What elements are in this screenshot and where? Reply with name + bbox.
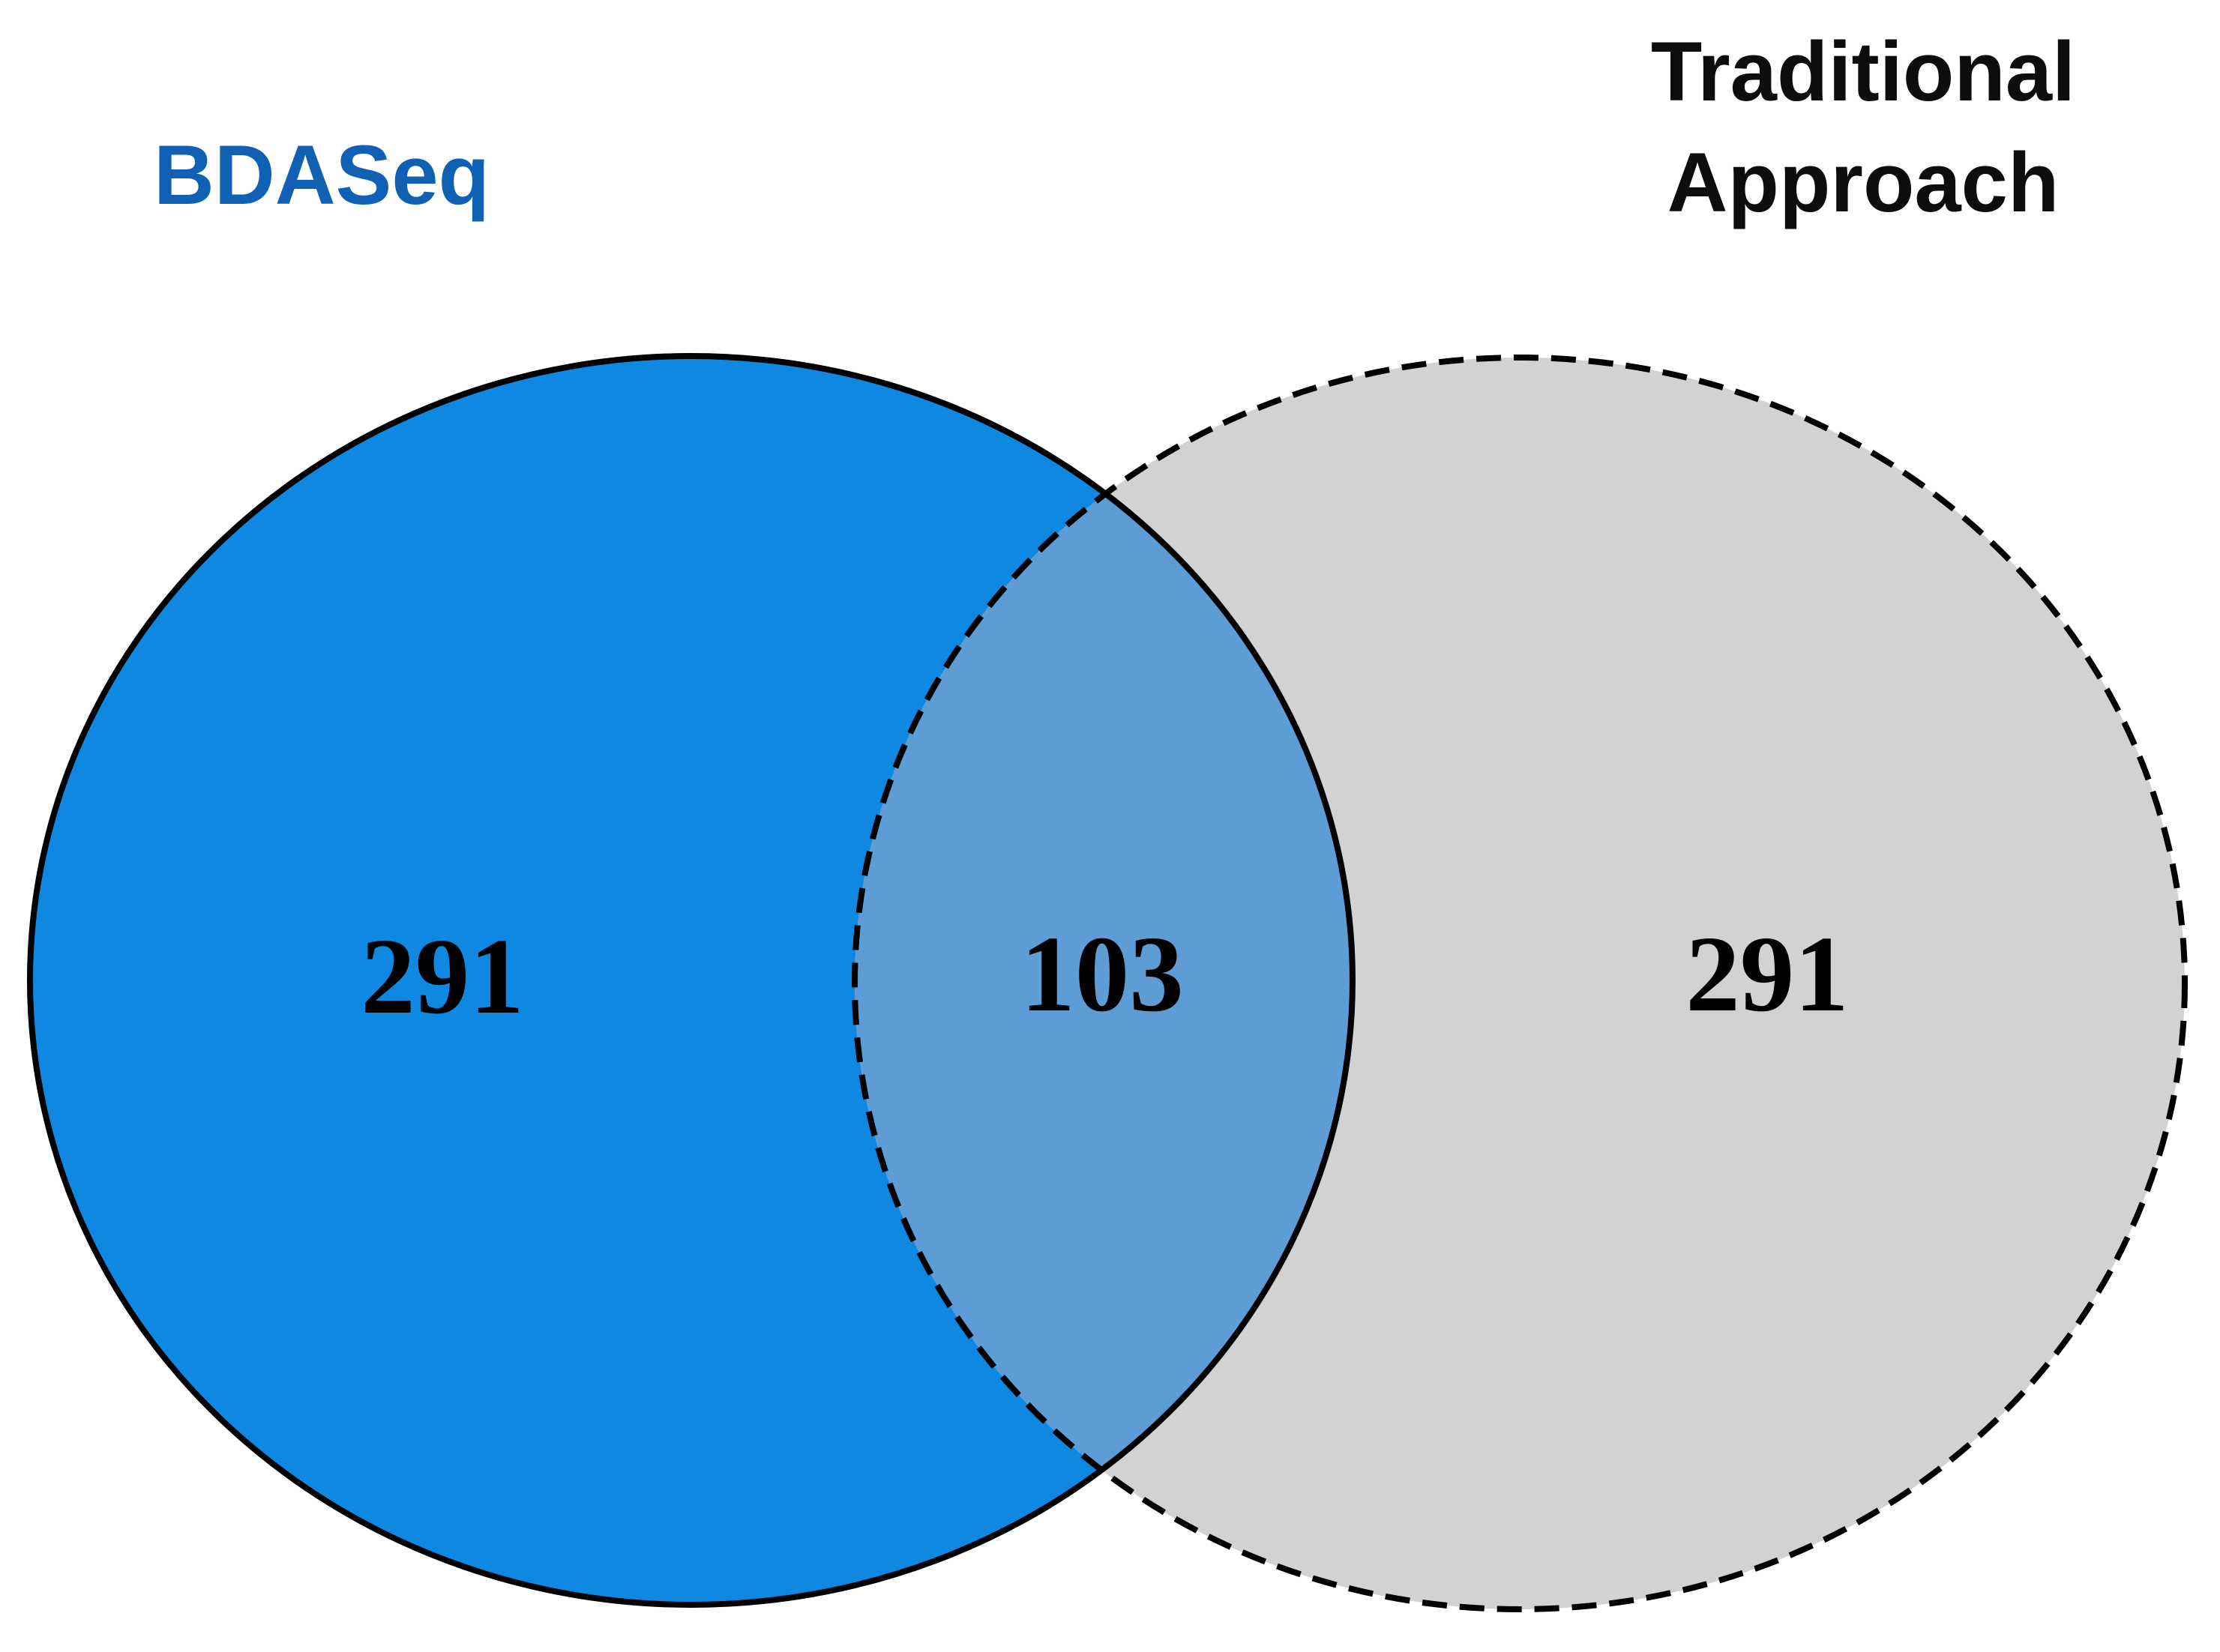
right-set-label-line2: Approach <box>1667 135 2060 229</box>
right-set-label: Traditional Approach <box>1651 16 2075 238</box>
overlap-region <box>855 358 1353 1605</box>
left-set-label: BDASeq <box>154 128 490 222</box>
left-exclusive-count: 291 <box>361 917 524 1037</box>
right-exclusive-count: 291 <box>1685 914 1849 1034</box>
overlap-count: 103 <box>1020 914 1184 1034</box>
left-set-border <box>27 353 1356 1608</box>
right-set-label-line1: Traditional <box>1650 25 2076 118</box>
right-set-border <box>852 355 2188 1612</box>
